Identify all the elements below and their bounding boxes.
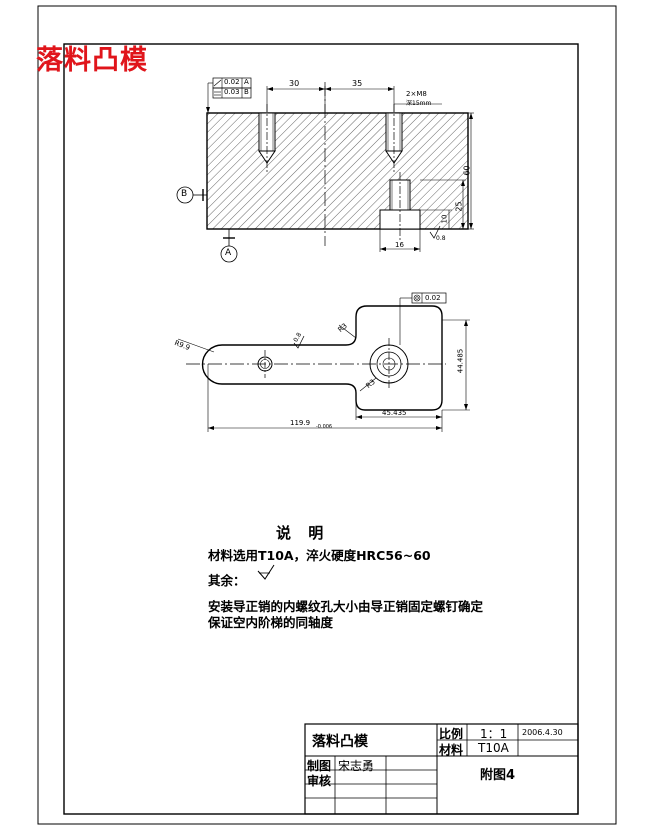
drawing-date: 2006.4.30 xyxy=(522,728,563,737)
title-block xyxy=(304,723,579,815)
scale-value: 1：1 xyxy=(480,727,508,741)
drawn-value: 宋志勇 xyxy=(338,759,375,773)
front-view xyxy=(176,77,474,263)
dim-16: 16 xyxy=(395,241,404,249)
datum-b-label: B xyxy=(181,189,188,199)
punch-outline xyxy=(201,305,443,411)
material-value: T10A xyxy=(478,741,509,755)
tol-frame-1-value: 0.02 xyxy=(224,78,240,86)
dim-total-tol: -0.006 xyxy=(316,424,333,430)
tolerance-frame-2 xyxy=(212,87,252,99)
dim-30: 30 xyxy=(289,79,300,88)
dim-width: 44.485 xyxy=(456,348,465,374)
tol-frame-2-datum: B xyxy=(244,88,249,96)
sheet-number: 附图4 xyxy=(480,768,516,783)
note-other-prefix: 其余： xyxy=(208,573,246,588)
concentricity-value: 0.02 xyxy=(425,294,441,302)
datum-a-label: A xyxy=(225,248,232,258)
note-material: 材料选用T10A，淬火硬度HRC56~60 xyxy=(208,548,431,563)
outer-border xyxy=(37,5,617,825)
dim-total: 119.9 xyxy=(290,419,311,427)
drawn-label: 制图 xyxy=(307,759,332,773)
dim-holes: 2×M8 xyxy=(406,90,427,98)
top-view xyxy=(177,292,470,432)
note-line-4: 保证空内阶梯的同轴度 xyxy=(208,615,334,630)
block-section xyxy=(206,112,469,230)
dim-holes-sub: 深15mm xyxy=(406,100,432,107)
dim-60: 60 xyxy=(462,165,472,176)
note-line-3: 安装导正销的内螺纹孔大小由导正销固定螺钉确定 xyxy=(208,599,484,614)
page-title: 落料凸模 xyxy=(36,45,148,76)
tol-frame-1-datum: A xyxy=(244,78,249,86)
roughness-symbol xyxy=(257,564,275,580)
dim-bottom-right: 45.435 xyxy=(382,409,407,417)
scale-label: 比例 xyxy=(439,727,464,741)
title-block-part-name: 落料凸模 xyxy=(312,734,368,750)
roughness-front: 0.8 xyxy=(436,235,446,242)
dim-35: 35 xyxy=(352,79,363,88)
dim-10: 10 xyxy=(440,214,449,224)
material-label: 材料 xyxy=(439,743,464,757)
notes-title: 说 明 xyxy=(276,524,330,542)
dim-25: 25 xyxy=(454,201,464,212)
tol-frame-2-value: 0.03 xyxy=(224,88,240,96)
check-label: 审核 xyxy=(307,774,332,788)
